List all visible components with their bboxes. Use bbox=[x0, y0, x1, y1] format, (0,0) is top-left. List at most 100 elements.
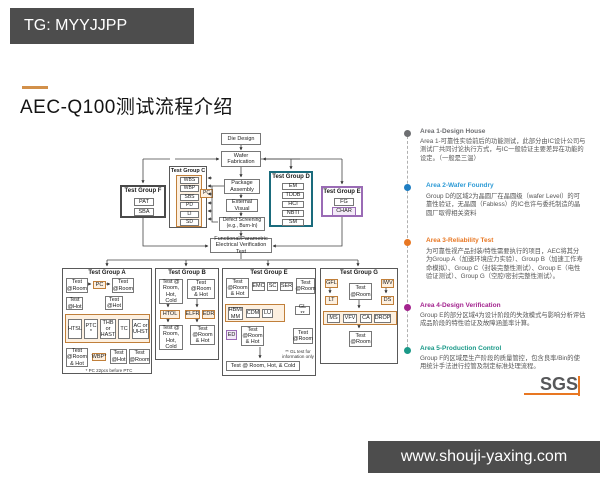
node-pat: PAT bbox=[134, 198, 154, 206]
node-b-test-rh-2: Test @Room & Hot bbox=[190, 325, 215, 345]
node-hbm-mm: HBM/ MM bbox=[228, 307, 243, 320]
node-gfl: GFL bbox=[325, 279, 338, 288]
node-ser: SER bbox=[280, 282, 293, 291]
node-pd: PD bbox=[180, 202, 199, 209]
group-a-footnote: * PC 22pcs before PTC bbox=[85, 368, 133, 373]
node-a-test-hot-3: Test @Hot bbox=[110, 349, 127, 364]
node-a-wbp: WBP* bbox=[91, 353, 107, 361]
node-thb-hast: THB or HAST bbox=[100, 319, 116, 339]
node-a-test-room-hot: Test @Room & Hot bbox=[66, 348, 88, 367]
node-sc: SC bbox=[267, 282, 278, 291]
node-e-test-room-2: Test @Room bbox=[292, 328, 314, 344]
node-e-test-rhc-bottom: Test @ Room, Hot, & Cold bbox=[226, 361, 300, 371]
group-e-top-title: Test Group E bbox=[323, 189, 361, 195]
node-drop: DROP bbox=[374, 314, 391, 323]
watermark-header: TG: MYYJJPP bbox=[10, 8, 194, 44]
node-a-test-hot-2: Test @Hot bbox=[105, 296, 123, 310]
sgs-logo-underline bbox=[524, 393, 578, 395]
node-wbp: WBP bbox=[180, 185, 199, 192]
area4-bullet bbox=[404, 304, 411, 311]
area5-bullet bbox=[404, 347, 411, 354]
node-package-assembly: Package Assembly bbox=[224, 179, 260, 194]
node-b-test-rh-1: Test @Room & Hot bbox=[187, 279, 215, 299]
group-c-title: Test Group C bbox=[170, 168, 206, 174]
group-c-band: WBS WBP SBS PD LI SD bbox=[176, 175, 202, 227]
group-g-mech-band: MS VFV CA DROP bbox=[323, 311, 397, 325]
node-vfv: VFV bbox=[343, 314, 357, 323]
node-wafer-fabrication: Wafer Fabrication bbox=[221, 151, 261, 167]
group-f-title: Test Group F bbox=[124, 188, 162, 194]
node-iwv: IWV bbox=[381, 279, 394, 288]
node-li: LI bbox=[180, 211, 199, 218]
area2-bullet bbox=[404, 184, 411, 191]
node-emc: EMC bbox=[252, 282, 265, 291]
group-e-esd-band: HBM/ MM CDM LU bbox=[225, 304, 285, 322]
node-ac-uhst: AC or UHST bbox=[132, 319, 149, 339]
group-a: Test Group A Test @Room PC Test @Room Te… bbox=[62, 268, 152, 374]
node-nbti: NBTI bbox=[282, 210, 304, 217]
node-wbs: WBS bbox=[180, 177, 199, 184]
node-ds: DS bbox=[381, 296, 394, 305]
node-sd: SD bbox=[180, 219, 199, 226]
node-sm: SM bbox=[282, 219, 304, 226]
node-a-test-room-3: Test @Room bbox=[129, 349, 150, 364]
area1-heading: Area 1-Design House bbox=[420, 128, 486, 135]
group-f: Test Group F PAT SBA bbox=[120, 185, 166, 218]
title-accent-dash bbox=[22, 86, 48, 89]
node-a-test-room-2: Test @Room bbox=[112, 278, 134, 293]
node-tddb: TDDB bbox=[282, 192, 304, 199]
group-g: Test Group G GFL LT Test @Room IWV DS MS… bbox=[320, 268, 398, 364]
node-tc: TC bbox=[118, 319, 130, 339]
group-d-title: Test Group D bbox=[272, 174, 310, 180]
group-b-title: Test Group B bbox=[168, 270, 206, 276]
area2-body: Group D的区域2为晶圆厂在晶圆级（wafer Level）的可靠性验证，无… bbox=[426, 193, 581, 217]
node-ca: CA bbox=[360, 314, 372, 323]
page-title: AEC-Q100测试流程介绍 bbox=[20, 97, 233, 118]
node-ptc: PTC * bbox=[84, 319, 98, 339]
node-e-test-room-1: Test @Room bbox=[295, 278, 316, 294]
node-a-pc: PC bbox=[93, 281, 106, 289]
group-a-title: Test Group A bbox=[88, 270, 126, 276]
node-ed: ED bbox=[226, 330, 237, 340]
group-e-bottom-title: Test Group E bbox=[250, 270, 288, 276]
node-char: CHAR bbox=[332, 207, 356, 216]
area4-heading: Area 4-Design Verification bbox=[420, 302, 501, 309]
area3-body: 为可靠性视产品封装/特性需要执行的项目，AEC将其分为Group A（加速环境应… bbox=[426, 248, 583, 280]
group-d: Test Group D EM TDDB HCI NBTI SM bbox=[269, 171, 313, 227]
node-fg: FG bbox=[334, 198, 354, 206]
group-a-stress-band: HTSL PTC * THB or HAST TC AC or UHST bbox=[65, 314, 150, 343]
node-functional-parametric-test: Functional/Parametric Electrical Verific… bbox=[210, 236, 272, 255]
node-ms: MS bbox=[327, 314, 340, 323]
area1-body: Area 1-可靠性实验前后的功能测试，此部分由IC设计公司与测试厂共同讨论执行… bbox=[420, 138, 586, 162]
node-g-test-room-1: Test @Room bbox=[349, 283, 372, 300]
group-g-title: Test Group G bbox=[340, 270, 378, 276]
node-b-test-rhc-1: Test @ Room, Hot, Cold bbox=[159, 279, 183, 304]
node-elfr: ELFR bbox=[185, 310, 200, 319]
sgs-logo-vertical-line bbox=[578, 376, 580, 396]
area5-heading: Area 5-Production Control bbox=[420, 345, 502, 352]
area5-body: Group F的区域是生产阶段的质量管控，包含良率/Bin的使用统计手法进行控管… bbox=[420, 355, 580, 371]
node-e-test-rh-1: Test @Room & Hot bbox=[226, 278, 249, 298]
group-e-footnote: ** GL test for information only bbox=[282, 349, 314, 360]
node-htsl: HTSL bbox=[68, 319, 82, 339]
node-em: EM bbox=[282, 183, 304, 190]
area3-bullet bbox=[404, 239, 411, 246]
area1-bullet bbox=[404, 130, 411, 137]
area3-heading: Area 3-Reliability Test bbox=[426, 237, 494, 244]
area4-body: Group E的部分区域4为设计阶段的失效模式与影响分析评估成品阶段的特性验证及… bbox=[420, 312, 586, 328]
node-lt: LT bbox=[325, 296, 338, 305]
sgs-logo: SGS bbox=[540, 374, 579, 394]
group-e-top: Test Group E FG CHAR bbox=[321, 186, 363, 217]
node-hci: HCI bbox=[282, 201, 304, 208]
node-sba: SBA bbox=[134, 208, 154, 216]
node-b-test-rhc-2: Test @ Room, Hot, Cold bbox=[159, 325, 183, 350]
watermark-header-text: TG: MYYJJPP bbox=[24, 17, 128, 34]
node-pc-side: PC bbox=[200, 189, 213, 198]
node-gl: GL ** bbox=[295, 304, 310, 317]
node-a-test-room-1: Test @Room bbox=[66, 278, 88, 293]
node-e-test-rh-2: Test @Room & Hot bbox=[241, 326, 264, 346]
node-defect-screening: Defect Screening (e.g., Burn-In) bbox=[219, 217, 265, 231]
node-external-visual: External Visual bbox=[226, 199, 258, 212]
